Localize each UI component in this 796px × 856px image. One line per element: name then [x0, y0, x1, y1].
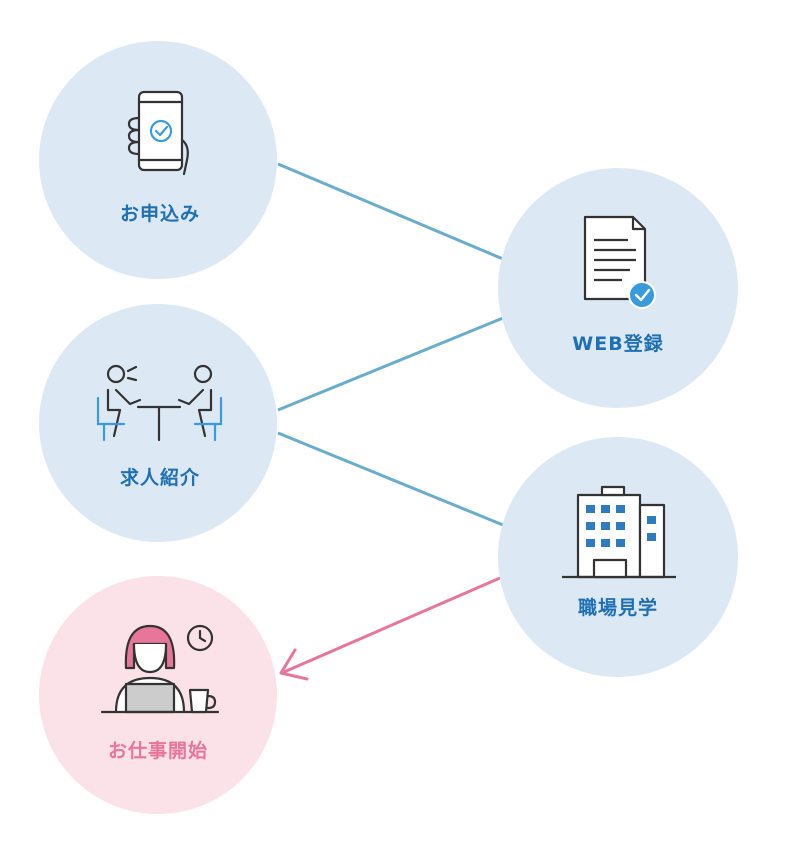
node-visit: 職場見学	[498, 437, 738, 677]
node-start: お仕事開始	[39, 576, 277, 814]
chair-icon	[96, 396, 223, 442]
connector-apply-web	[277, 162, 504, 261]
arrow-head-icon	[279, 648, 309, 681]
connector-intro-visit	[277, 431, 504, 527]
connector-visit-start	[283, 576, 501, 674]
check-badge-icon	[628, 281, 656, 309]
step-label-apply: お申込み	[120, 202, 200, 225]
step-label-intro: 求人紹介	[120, 466, 200, 489]
connector-intro-web	[277, 316, 504, 412]
step-label-visit: 職場見学	[578, 596, 658, 619]
node-web: WEB登録	[498, 168, 738, 408]
clock-icon	[186, 624, 214, 652]
office-building-icon	[562, 485, 676, 579]
document-check-icon	[583, 215, 647, 301]
node-intro: 求人紹介	[39, 304, 277, 542]
node-apply: お申込み	[39, 41, 277, 279]
step-label-start: お仕事開始	[108, 739, 208, 762]
smartphone-icon	[127, 90, 189, 176]
window-grid	[586, 505, 656, 547]
worker-at-laptop-icon	[100, 624, 220, 714]
step-label-web: WEB登録	[572, 332, 663, 355]
